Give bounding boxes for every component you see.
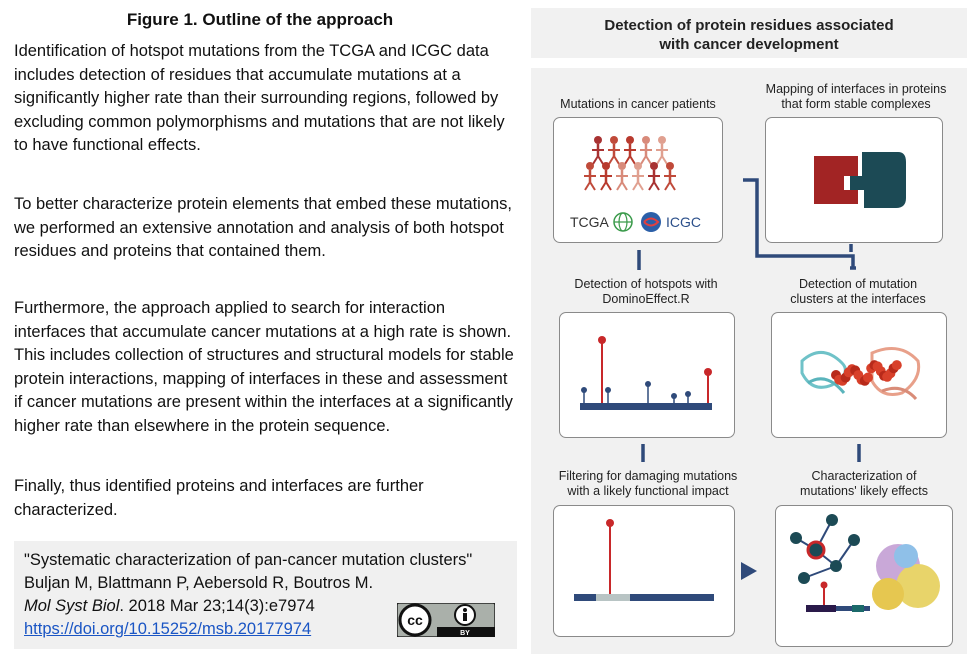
patients-icon [584,136,676,191]
filtered-mutation-plot [574,519,714,601]
patient-figure-icon [640,136,652,165]
network-and-structure-icon [790,514,940,612]
citation-details: . 2018 Mar 23;14(3):e7974 [119,597,315,615]
figure-title: Figure 1. Outline of the approach [126,10,394,29]
paragraph-2: To better characterize protein elements … [14,195,513,260]
patient-figure-icon [584,162,596,191]
patient-figure-icon [592,136,604,165]
citation-journal: Mol Syst Biol [24,597,120,615]
card-hotspots [559,312,735,438]
patient-figure-icon [624,136,636,165]
citation-title: "Systematic characterization of pan-canc… [24,551,473,592]
icgc-globe-icon [641,212,661,232]
patient-figure-icon [664,162,676,191]
protein-complex-icon [814,152,906,208]
text-column: Figure 1. Outline of the approach Identi… [14,10,517,649]
patient-figure-icon [608,136,620,165]
patient-figure-icon [616,162,628,191]
card-mutations: TCGA ICGC [553,117,723,243]
mutation-dot [891,360,902,371]
patient-figure-icon [600,162,612,191]
tcga-globe-icon [613,212,633,232]
patient-figure-icon [656,136,668,165]
patient-figure-icon [632,162,644,191]
card-filtering [553,505,735,637]
header-line-2: with cancer development [659,36,839,53]
license-label: BY [460,630,470,637]
card-mapping [765,117,943,243]
tcga-logo: TCGA [570,214,609,230]
cc-by-license-icon: cc BY [397,603,495,637]
approach-diagram: Detection of protein residues associated… [531,0,973,658]
diagram-header-text: Detection of protein residues associated… [531,16,967,54]
patient-figure-icon [648,162,660,191]
paragraph-4: Finally, thus identified proteins and in… [14,477,424,519]
header-line-1: Detection of protein residues associated [604,17,894,34]
caption-mutations: Mutations in cancer patients [560,97,716,111]
hotspot-lollipop-plot [580,336,712,410]
svg-text:cc: cc [407,612,423,628]
card-characterization [775,505,953,647]
mutation-dot [863,372,873,383]
diagram-header: Detection of protein residues associated… [531,8,967,58]
citation-doi-link[interactable]: https://doi.org/10.15252/msb.20177974 [24,620,312,638]
interface-cluster-structure [800,347,921,401]
icgc-logo: ICGC [666,214,701,230]
card-clusters [771,312,947,438]
citation-box: "Systematic characterization of pan-canc… [14,541,517,649]
paragraph-1: Identification of hotspot mutations from… [14,42,505,154]
citation-text: "Systematic characterization of pan-canc… [24,549,514,641]
paragraph-3: Furthermore, the approach applied to sea… [14,299,514,435]
